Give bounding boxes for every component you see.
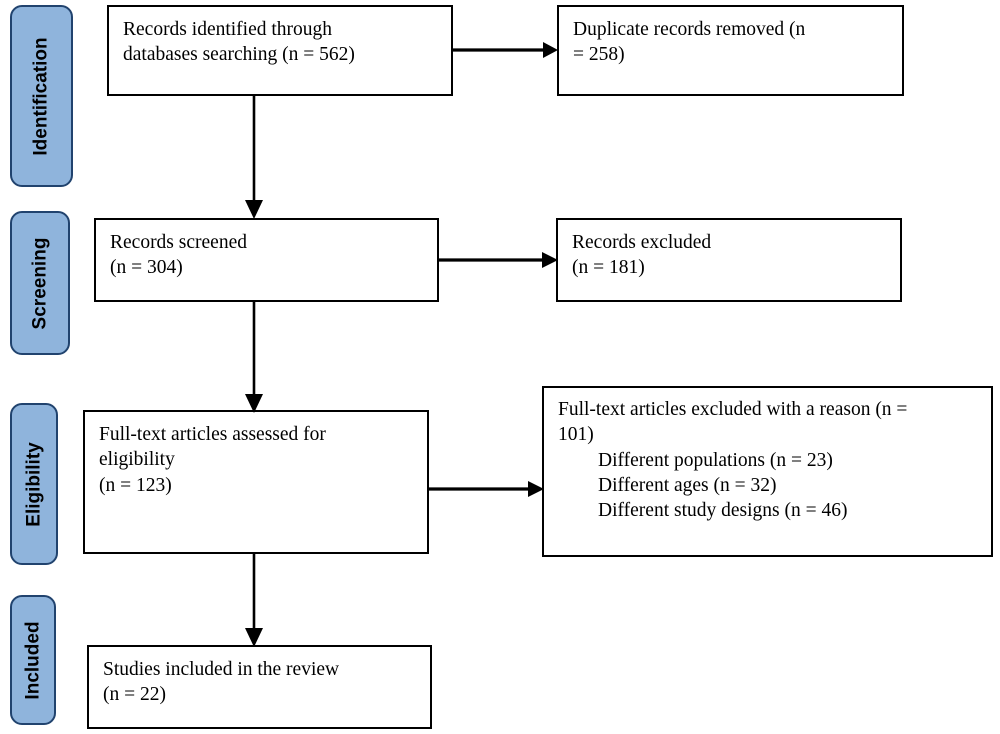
connector-screened-to-excluded xyxy=(439,248,559,272)
connector-fulltext-to-excluded xyxy=(429,477,545,501)
box-fulltext-excluded-reason-ages: Different ages (n = 32) xyxy=(598,475,777,497)
stage-label-screening-text: Screening xyxy=(29,237,51,329)
stage-label-eligibility-text: Eligibility xyxy=(23,441,45,527)
box-records-screened-text: Records screened (n = 304) xyxy=(110,232,247,279)
connector-identified-to-duplicates xyxy=(453,38,559,62)
stage-label-identification: Identification xyxy=(10,5,73,187)
stage-label-included: Included xyxy=(10,595,56,725)
stage-label-screening: Screening xyxy=(10,211,70,355)
box-fulltext-excluded-text: Full-text articles excluded with a reaso… xyxy=(558,399,908,446)
box-records-excluded: Records excluded (n = 181) xyxy=(556,218,902,302)
connector-identified-to-screened xyxy=(240,96,268,220)
box-fulltext-excluded-reason-study-designs: Different study designs (n = 46) xyxy=(598,500,848,522)
box-duplicates-removed: Duplicate records removed (n = 258) xyxy=(557,5,904,96)
box-records-identified: Records identified through databases sea… xyxy=(107,5,453,96)
box-fulltext-assessed-text: Full-text articles assessed for eligibil… xyxy=(99,424,326,496)
stage-label-included-text: Included xyxy=(22,620,44,700)
connector-fulltext-to-included xyxy=(240,554,268,648)
stage-label-identification-text: Identification xyxy=(31,36,53,156)
stage-label-eligibility: Eligibility xyxy=(10,403,58,565)
box-duplicates-removed-text: Duplicate records removed (n = 258) xyxy=(573,19,806,66)
box-records-screened: Records screened (n = 304) xyxy=(94,218,439,302)
connector-screened-to-fulltext xyxy=(240,302,268,414)
box-records-identified-text: Records identified through databases sea… xyxy=(123,19,355,66)
box-fulltext-excluded: Full-text articles excluded with a reaso… xyxy=(542,386,993,557)
box-fulltext-assessed: Full-text articles assessed for eligibil… xyxy=(83,410,429,554)
box-records-excluded-text: Records excluded (n = 181) xyxy=(572,232,712,279)
box-fulltext-excluded-reason-populations: Different populations (n = 23) xyxy=(598,449,833,471)
box-studies-included: Studies included in the review (n = 22) xyxy=(87,645,432,729)
box-studies-included-text: Studies included in the review (n = 22) xyxy=(103,659,340,706)
